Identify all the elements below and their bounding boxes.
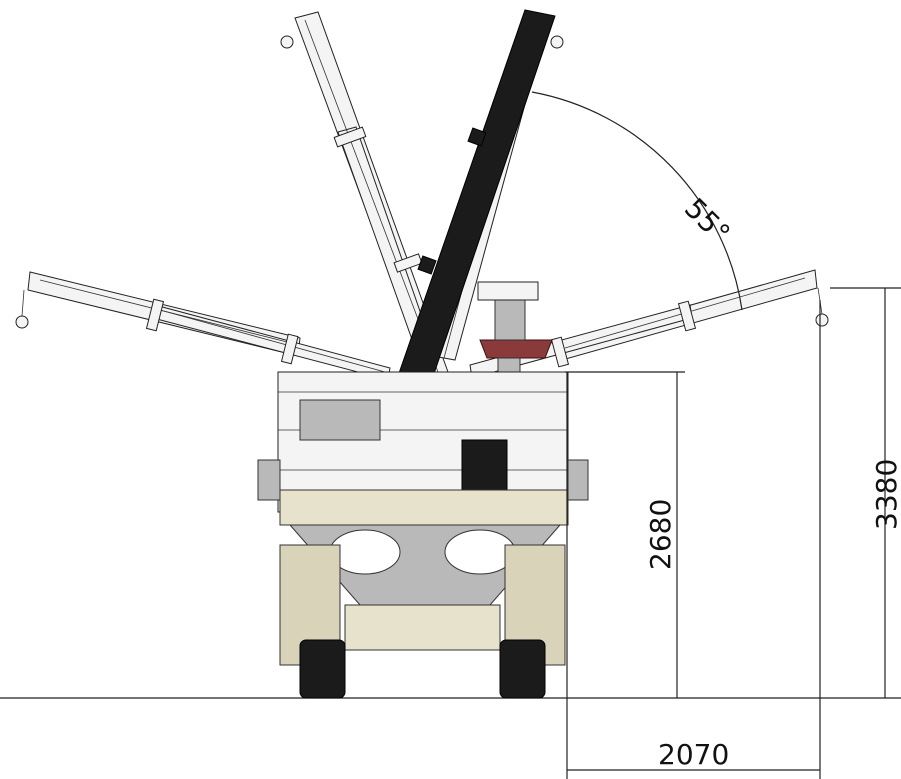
dimension-total-height bbox=[830, 287, 901, 698]
hook-top-right bbox=[550, 35, 564, 49]
track-right bbox=[499, 639, 546, 699]
angle-arc bbox=[531, 91, 743, 311]
boom-left-steep bbox=[280, 11, 449, 379]
vehicle-body bbox=[257, 371, 589, 526]
angle-label: 55° bbox=[678, 192, 736, 250]
hook-left bbox=[15, 315, 29, 329]
label-height-platform: 2680 bbox=[644, 499, 677, 570]
boom-left-horizontal bbox=[15, 271, 391, 381]
label-height-total: 3380 bbox=[870, 459, 901, 530]
boom-right-horizontal bbox=[469, 269, 829, 379]
hook-top-left bbox=[280, 35, 294, 49]
dimension-platform-height bbox=[565, 371, 685, 698]
dimension-outreach bbox=[566, 300, 821, 779]
track-left bbox=[299, 639, 346, 699]
chassis-frame bbox=[279, 524, 566, 666]
label-outreach: 2070 bbox=[658, 738, 729, 771]
hook-right bbox=[815, 313, 829, 327]
